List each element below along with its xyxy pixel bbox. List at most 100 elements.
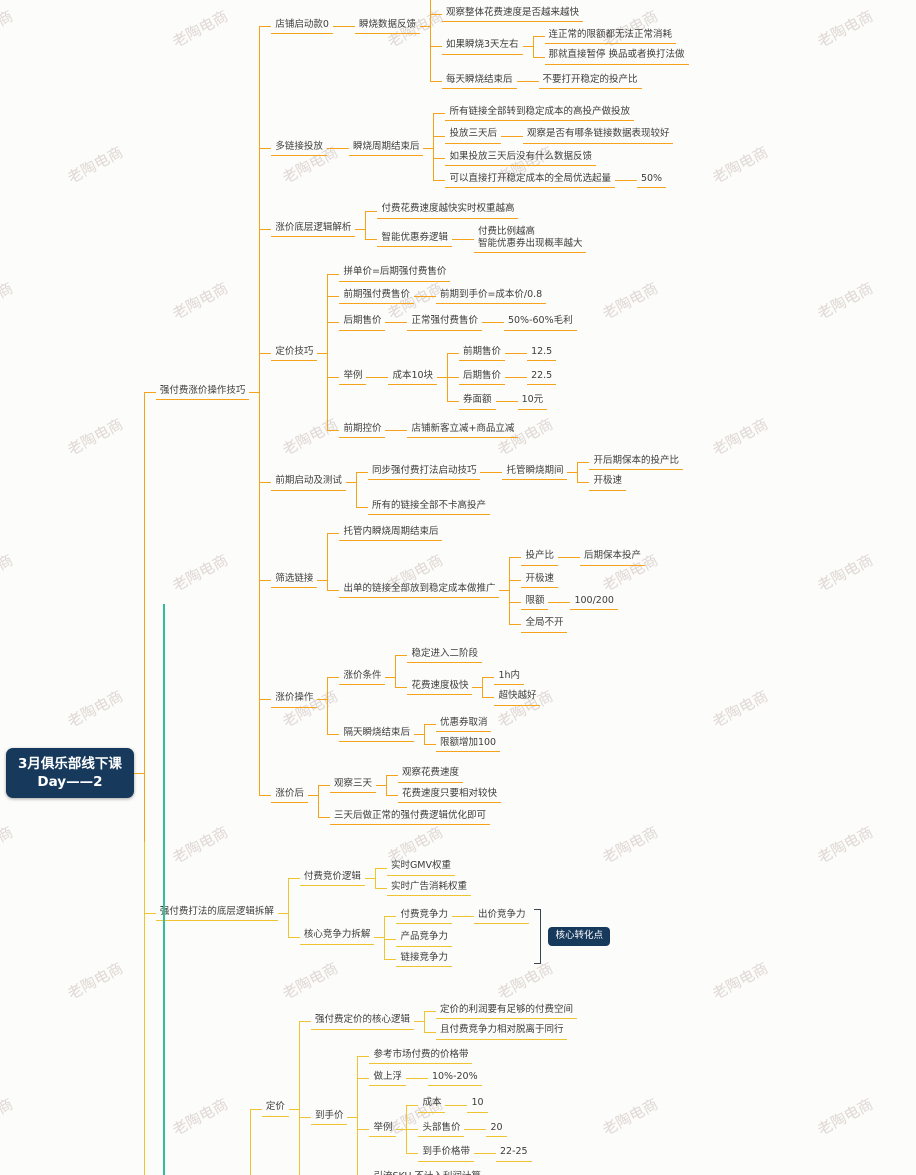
- node-label[interactable]: 观察是否有哪条链接数据表现较好: [522, 127, 674, 144]
- node-label[interactable]: 三天后做正常的强付费逻辑优化即可: [329, 809, 490, 826]
- node-label[interactable]: 托管内瞬烧周期结束后: [339, 525, 443, 542]
- node-label[interactable]: 如果投放三天后没有什么数据反馈: [445, 150, 596, 167]
- node-label[interactable]: 做上浮: [369, 1070, 406, 1087]
- node-label[interactable]: 前期控价: [339, 422, 386, 438]
- node-label[interactable]: 涨价条件: [339, 669, 386, 686]
- node-label[interactable]: 10%-20%: [427, 1070, 482, 1087]
- node-label[interactable]: 20: [486, 1121, 507, 1138]
- node-label[interactable]: 所有链接全部转到稳定成本的高投产做投放: [445, 105, 634, 122]
- node-label[interactable]: 瞬烧数据反馈: [354, 18, 420, 35]
- node-label[interactable]: 同步强付费打法启动技巧: [367, 464, 481, 481]
- node-label[interactable]: 全局不开: [521, 616, 568, 633]
- node-label[interactable]: 且付费竞争力相对脱离于同行: [435, 1023, 568, 1040]
- node-label[interactable]: 多链接投放: [271, 140, 327, 156]
- node-label[interactable]: 拼单价=后期强付费售价: [339, 265, 451, 282]
- node-subtree: 投放三天后 观察是否有哪条链接数据表现较好: [445, 125, 674, 145]
- node-label[interactable]: 所有的链接全部不卡高投产: [367, 499, 490, 515]
- node-label[interactable]: 举例: [369, 1121, 397, 1138]
- node-label[interactable]: 正常强付费售价: [407, 314, 482, 331]
- node-subtree: 限额 100/200: [521, 592, 618, 612]
- node-label[interactable]: 产品竞争力: [396, 930, 452, 947]
- root-node[interactable]: 3月俱乐部线下课 Day——2: [6, 747, 134, 799]
- node-label[interactable]: 付费花费速度越快实时权重越高: [377, 202, 519, 219]
- node-label[interactable]: 出单的链接全部放到稳定成本做推广: [339, 582, 500, 599]
- node-label[interactable]: 观察整体花费速度是否越来越快: [441, 6, 583, 23]
- node-label[interactable]: 开极速: [589, 474, 626, 491]
- node-label[interactable]: 到手价: [310, 1109, 348, 1125]
- node-label[interactable]: 10: [467, 1096, 488, 1113]
- node-label[interactable]: 22.5: [527, 369, 557, 386]
- node-label[interactable]: 每天瞬烧结束后: [441, 73, 517, 90]
- node-label[interactable]: 稳定进入二阶段: [407, 647, 482, 663]
- node-label[interactable]: 成本10块: [388, 369, 438, 386]
- node-label[interactable]: 隔天瞬烧结束后: [339, 726, 414, 743]
- node-label[interactable]: 可以直接打开稳定成本的全局优选起量: [445, 172, 615, 189]
- node-label[interactable]: 定价技巧: [271, 345, 318, 361]
- node-label[interactable]: 强付费涨价操作技巧: [155, 384, 250, 401]
- summary-badge[interactable]: 核心转化点: [548, 927, 610, 946]
- node-label[interactable]: 付费比例越高 智能优惠券出现概率越大: [473, 225, 587, 254]
- node-label[interactable]: 强付费打法的底层逻辑拆解: [155, 905, 278, 922]
- node-label[interactable]: 参考市场付费的价格带: [369, 1048, 473, 1065]
- node-label[interactable]: 券面额: [459, 393, 496, 410]
- node-label[interactable]: 花费速度极快: [407, 679, 473, 696]
- node-label[interactable]: 后期售价: [339, 314, 386, 331]
- node-label[interactable]: 投放三天后: [445, 127, 501, 144]
- node-label[interactable]: 22-25: [495, 1145, 532, 1162]
- node-label[interactable]: 观察三天: [329, 777, 376, 793]
- node-label[interactable]: 付费竞价逻辑: [299, 870, 365, 886]
- node-label[interactable]: 投产比: [521, 549, 558, 566]
- node-label[interactable]: 涨价底层逻辑解析: [271, 221, 356, 238]
- node-label[interactable]: 限额增加100: [435, 736, 501, 753]
- node-label[interactable]: 托管瞬烧期间: [502, 464, 568, 481]
- node-label[interactable]: 如果瞬烧3天左右: [441, 38, 523, 55]
- node-label[interactable]: 涨价操作: [271, 691, 318, 708]
- node-label[interactable]: 限额: [521, 594, 549, 611]
- node-label[interactable]: 超快越好: [494, 689, 541, 706]
- node-label[interactable]: 50%-60%毛利: [503, 314, 577, 331]
- node-subtree: 实时GMV权重: [386, 859, 455, 876]
- node-label[interactable]: 头部售价: [418, 1121, 465, 1138]
- node-label[interactable]: 举例: [339, 369, 367, 386]
- node-label[interactable]: 到手价格带: [418, 1145, 474, 1162]
- node-label[interactable]: 观察花费速度: [397, 766, 463, 783]
- node-label[interactable]: 链接竞争力: [396, 951, 452, 968]
- node-label[interactable]: 12.5: [527, 345, 557, 361]
- node-label[interactable]: 开极速: [521, 572, 558, 588]
- node-label[interactable]: 前期售价: [459, 345, 506, 361]
- node-label[interactable]: 店铺启动款0: [271, 18, 333, 35]
- node-label[interactable]: 50%: [636, 172, 667, 189]
- node-label[interactable]: 1h内: [494, 669, 525, 686]
- node-label[interactable]: 花费速度只要相对较快: [397, 787, 501, 804]
- node-label[interactable]: 优惠券取消: [435, 716, 492, 732]
- node-label[interactable]: 后期售价: [459, 369, 506, 386]
- node-label[interactable]: 定价的利润要有足够的付费空间: [435, 1003, 577, 1020]
- node-label[interactable]: 实时广告消耗权重: [386, 880, 471, 897]
- node-label[interactable]: 前期到手价=成本价/0.8: [435, 288, 547, 305]
- branch: 涨价条件 稳定进入二阶段花费速度极快 1h内超快越好: [327, 643, 541, 712]
- node-label[interactable]: 不要打开稳定的投产比: [538, 73, 642, 90]
- node-label[interactable]: 付费竞争力: [396, 908, 452, 925]
- node-label[interactable]: 那就直接暂停 换品或者换打法做: [544, 48, 689, 65]
- node-label[interactable]: 出价竞争力: [473, 908, 530, 925]
- watermark-text: 老陶电商: [814, 550, 876, 595]
- node-label[interactable]: 100/200: [570, 594, 618, 611]
- node-label[interactable]: 定价: [261, 1100, 289, 1117]
- node-label[interactable]: 实时GMV权重: [386, 859, 455, 876]
- node-label[interactable]: 开后期保本的投产比: [589, 454, 683, 471]
- node-label[interactable]: 引流SKU 不计入利润计算: [369, 1170, 484, 1175]
- node-label[interactable]: 智能优惠券逻辑: [377, 231, 452, 248]
- node-label[interactable]: 涨价后: [271, 787, 308, 804]
- node-label[interactable]: 瞬烧周期结束后: [348, 140, 424, 156]
- node-label[interactable]: 前期强付费售价: [339, 288, 414, 305]
- node-label[interactable]: 强付费定价的核心逻辑: [310, 1013, 414, 1030]
- node-label[interactable]: 核心竞争力拆解: [299, 928, 375, 945]
- node-label[interactable]: 10元: [517, 393, 548, 410]
- node-label[interactable]: 连正常的限额都无法正常消耗: [544, 28, 677, 45]
- node-label[interactable]: 前期启动及测试: [271, 474, 346, 491]
- node-label[interactable]: 成本: [418, 1096, 446, 1113]
- node-label[interactable]: 店铺新客立减+商品立减: [407, 422, 519, 438]
- branch: 限额增加100: [423, 734, 501, 754]
- node-label[interactable]: 后期保本投产: [579, 549, 645, 566]
- node-label[interactable]: 筛选链接: [271, 572, 318, 588]
